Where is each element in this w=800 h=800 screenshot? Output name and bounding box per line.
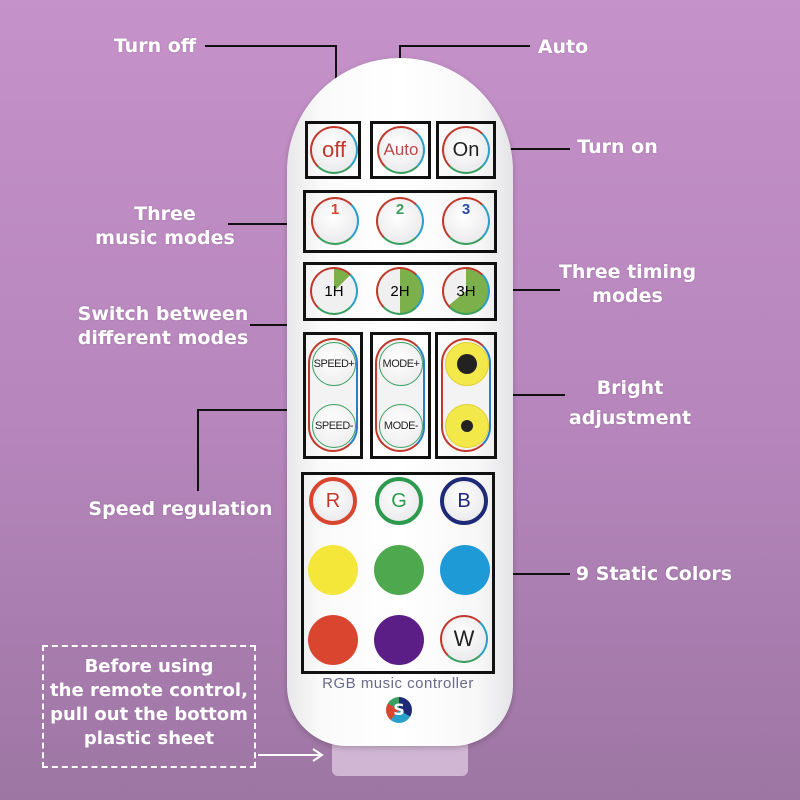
red-button[interactable]: R — [309, 477, 357, 525]
timer-2h-button[interactable]: 2H — [376, 267, 424, 315]
label-line: Three — [134, 203, 196, 225]
leader-line — [496, 394, 565, 396]
music-mode-3-button[interactable]: 3 — [442, 197, 490, 245]
mode-box — [370, 332, 431, 459]
off-button[interactable]: off — [310, 126, 358, 174]
mode-down-button[interactable]: MODE- — [379, 404, 423, 448]
brightness-down-button[interactable] — [445, 404, 489, 448]
label-static-colors: 9 Static Colors — [575, 563, 733, 585]
note-line: pull out the bottom — [50, 704, 248, 725]
label-line: Switch between — [77, 303, 249, 325]
label-line: modes — [592, 285, 663, 307]
label-line: Bright — [596, 377, 664, 399]
purple-button[interactable] — [374, 615, 424, 665]
music-mode-2-button[interactable]: 2 — [376, 197, 424, 245]
note-box: Before using the remote control, pull ou… — [42, 645, 256, 768]
white-button[interactable]: W — [440, 615, 488, 663]
sun-large-icon — [457, 354, 477, 374]
note-line: the remote control, — [50, 680, 248, 701]
timer-3h-button[interactable]: 3H — [442, 267, 490, 315]
label-auto: Auto — [537, 36, 589, 58]
blue-color-button[interactable] — [440, 545, 490, 595]
label-line: Three timing — [558, 261, 697, 283]
note-line: Before using — [84, 656, 214, 677]
arrow-icon — [258, 748, 324, 762]
label-line: adjustment — [568, 407, 692, 429]
brand-logo: S — [386, 697, 412, 723]
blue-button[interactable]: B — [440, 477, 488, 525]
leader-line — [205, 45, 337, 47]
leader-line — [495, 148, 570, 150]
mode-up-button[interactable]: MODE+ — [379, 342, 423, 386]
brand-text: RGB music controller — [322, 675, 474, 692]
brightness-up-button[interactable] — [445, 342, 489, 386]
leader-line — [197, 409, 303, 411]
label-bright: Bright adjustment — [565, 373, 695, 433]
timer-box — [303, 262, 497, 321]
leader-line — [228, 223, 303, 225]
label-speed: Speed regulation — [88, 498, 273, 520]
speed-down-button[interactable]: SPEED- — [312, 404, 356, 448]
color-grid-box — [301, 472, 495, 674]
speed-up-button[interactable]: SPEED+ — [312, 342, 356, 386]
on-box — [436, 121, 496, 179]
leader-line — [494, 573, 570, 575]
sun-small-icon — [461, 420, 473, 432]
label-turn-on: Turn on — [577, 136, 658, 158]
green-button[interactable]: G — [375, 477, 423, 525]
leader-line — [399, 45, 530, 47]
auto-button[interactable]: Auto — [377, 126, 425, 174]
bright-box — [435, 332, 497, 459]
speed-rocker: SPEED+ SPEED- — [308, 338, 358, 452]
label-line: music modes — [95, 227, 235, 249]
yellow-button[interactable] — [308, 545, 358, 595]
plastic-pull-tab[interactable] — [332, 742, 468, 776]
speed-box — [303, 332, 363, 459]
music-mode-box — [303, 190, 497, 253]
off-box — [305, 121, 361, 179]
on-button[interactable]: On — [442, 126, 490, 174]
label-turn-off: Turn off — [113, 35, 197, 57]
red-color-button[interactable] — [308, 615, 358, 665]
mode-rocker: MODE+ MODE- — [375, 338, 425, 452]
note-line: plastic sheet — [83, 728, 215, 749]
leader-line — [496, 289, 560, 291]
green-color-button[interactable] — [374, 545, 424, 595]
bright-rocker — [441, 338, 491, 452]
label-line: different modes — [77, 327, 249, 349]
leader-line — [197, 409, 199, 491]
music-mode-1-button[interactable]: 1 — [311, 197, 359, 245]
auto-box — [370, 121, 431, 179]
timer-1h-button[interactable]: 1H — [310, 267, 358, 315]
